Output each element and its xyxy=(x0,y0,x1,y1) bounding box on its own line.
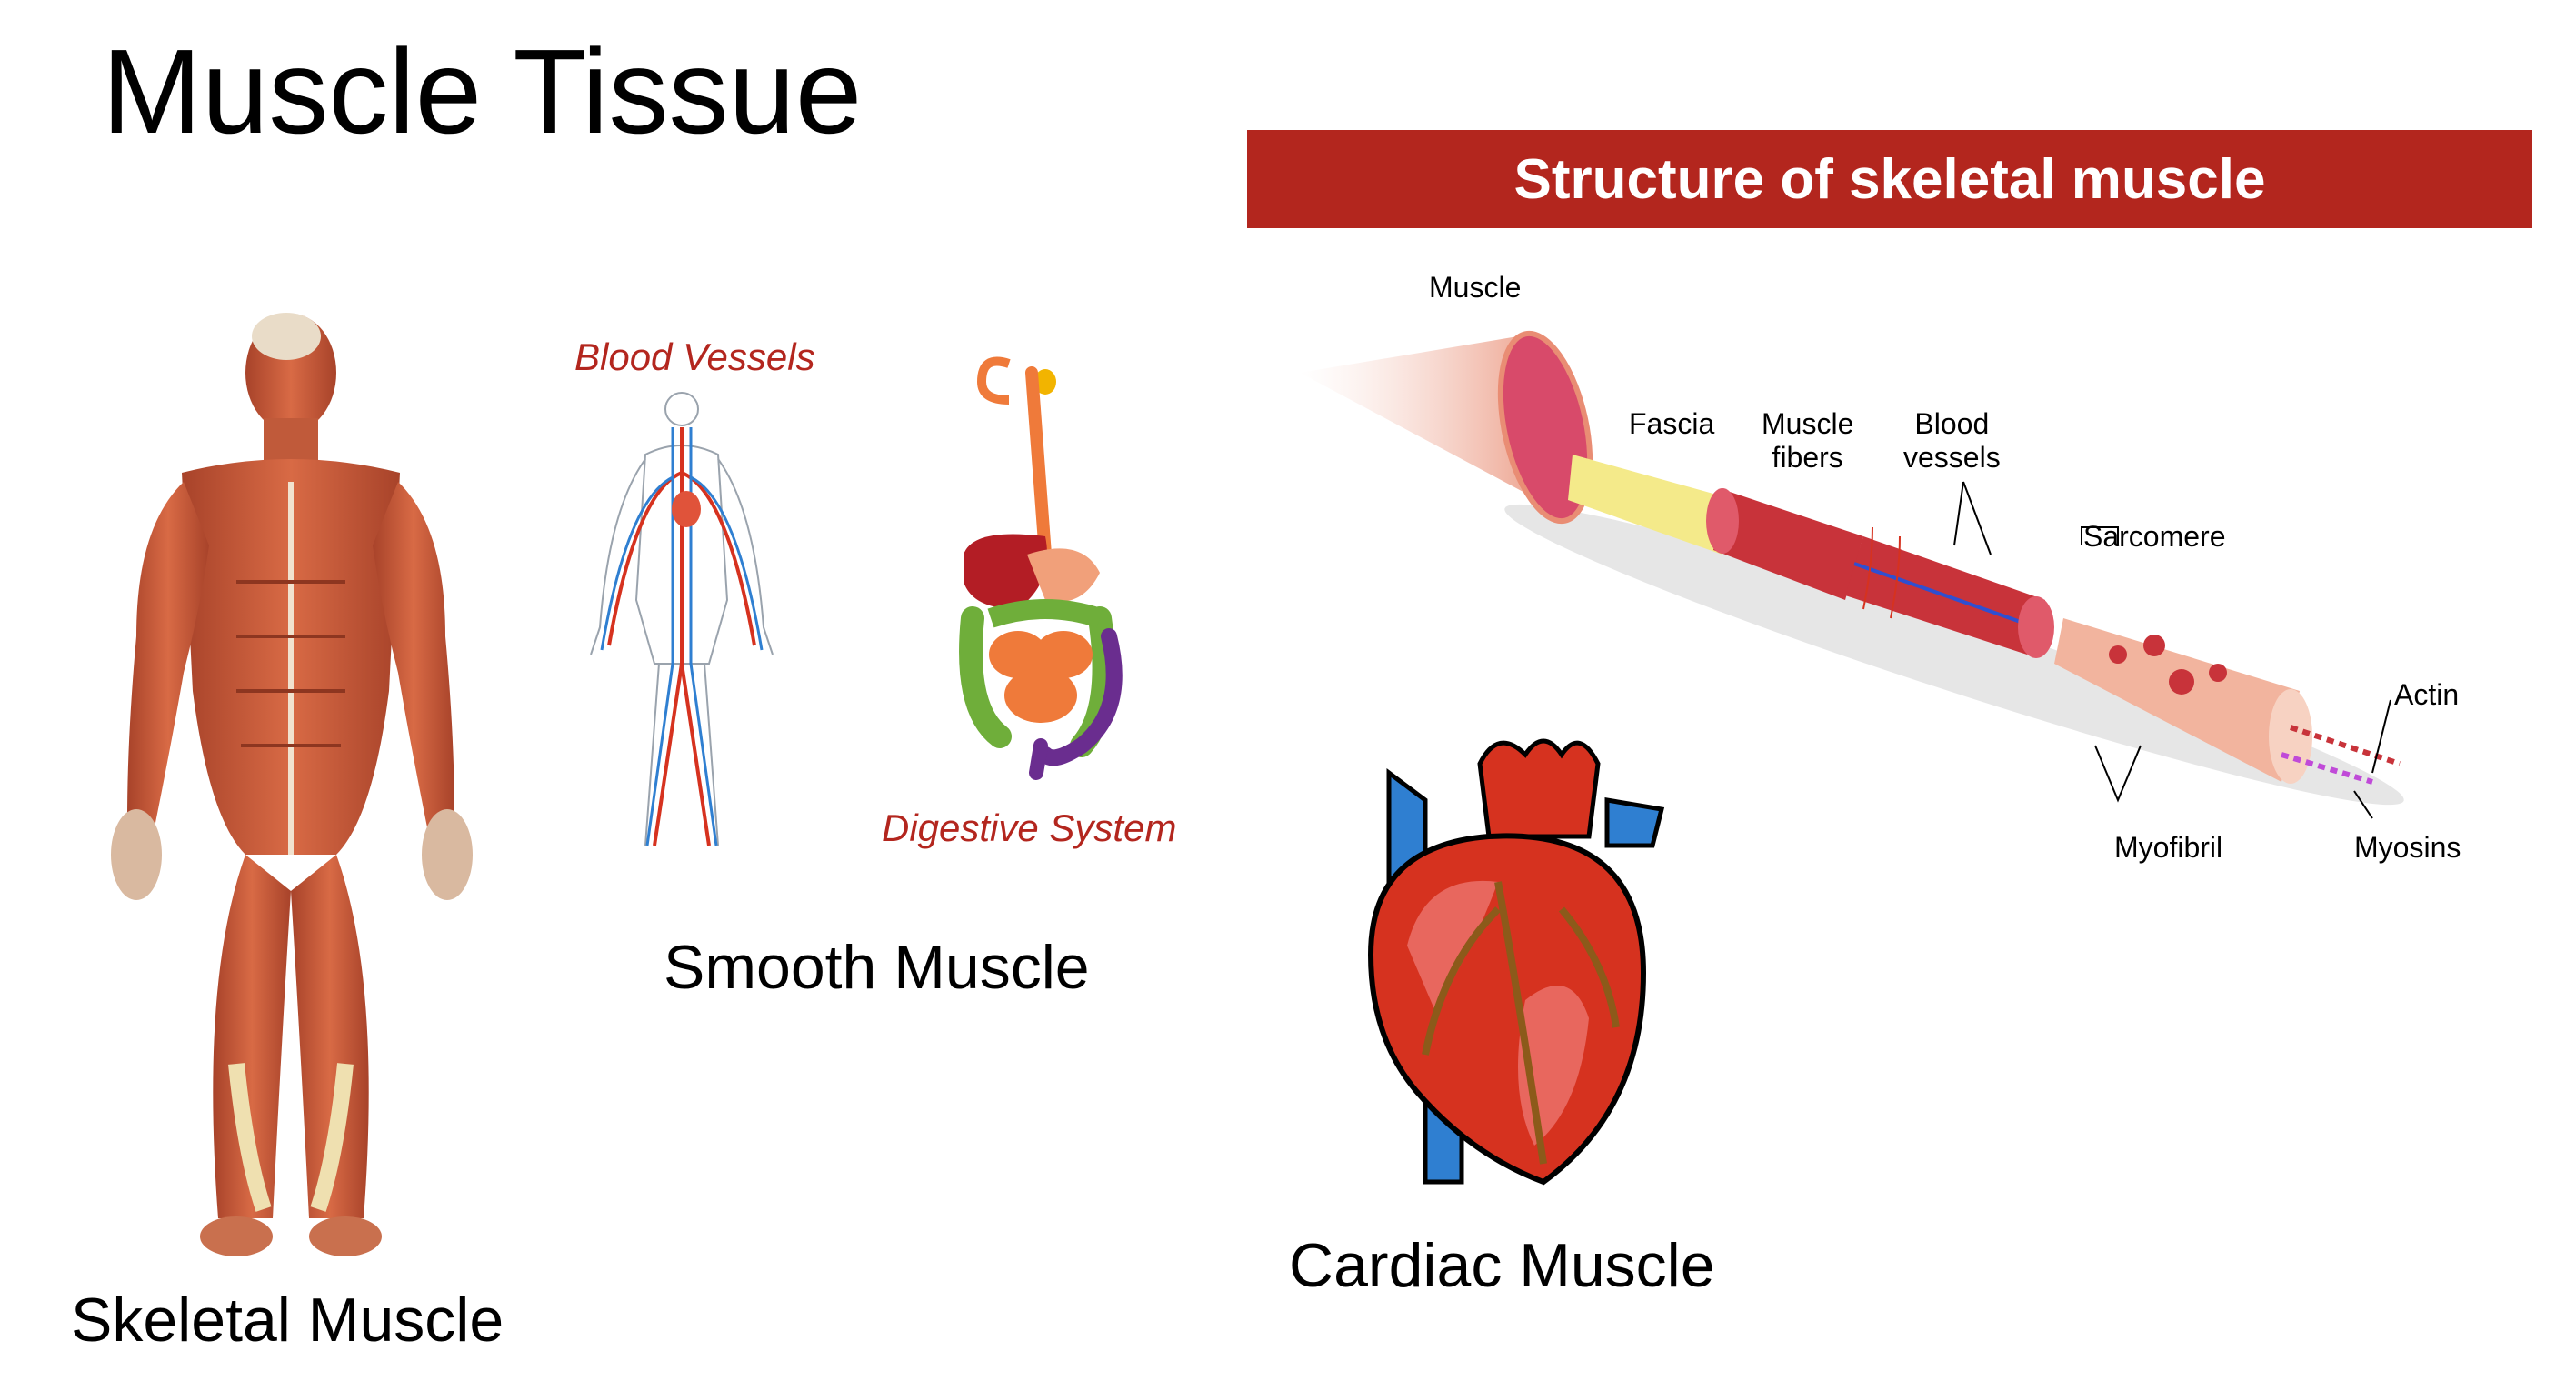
label-blood-vessels: Blood vessels xyxy=(1903,407,2001,474)
cardiac-muscle-caption: Cardiac Muscle xyxy=(1289,1231,1715,1300)
blood-vessels-label: Blood Vessels xyxy=(574,335,815,378)
smooth-muscle-caption: Smooth Muscle xyxy=(664,933,1090,1002)
label-sarcomere: Sarcomere xyxy=(2083,520,2226,553)
skeletal-muscle-figure-icon xyxy=(111,313,473,1256)
skeletal-muscle-caption: Skeletal Muscle xyxy=(71,1286,504,1355)
label-fascia: Fascia xyxy=(1629,407,1715,440)
structure-banner: Structure of skeletal muscle xyxy=(1247,130,2532,228)
label-actin: Actin xyxy=(2394,678,2460,711)
heart-icon xyxy=(1367,738,1665,1186)
label-muscle: Muscle xyxy=(1429,271,1522,304)
muscle-structure-diagram-icon xyxy=(1300,330,2404,819)
label-muscle-fibers: Muscle fibers xyxy=(1762,407,1854,474)
page-title: Muscle Tissue xyxy=(102,25,863,158)
label-myosins: Myosins xyxy=(2354,831,2461,864)
digestive-system-icon xyxy=(959,356,1123,780)
label-myofibril: Myofibril xyxy=(2114,831,2223,864)
digestive-system-label: Digestive System xyxy=(882,806,1177,849)
circulatory-system-icon xyxy=(590,392,774,846)
